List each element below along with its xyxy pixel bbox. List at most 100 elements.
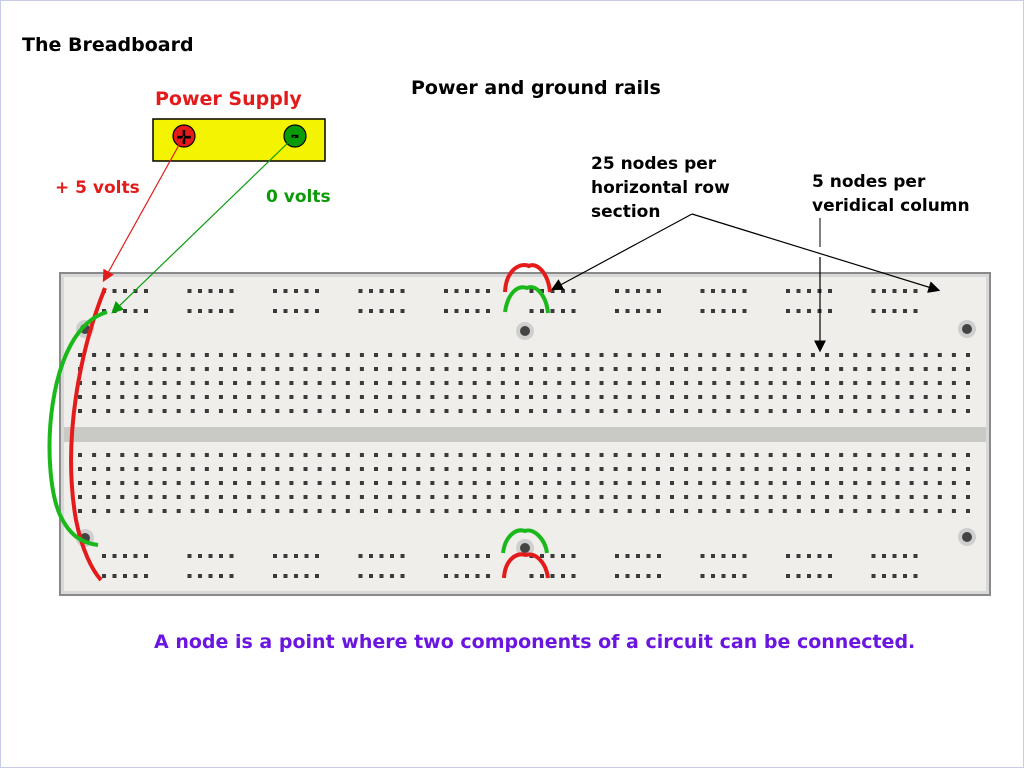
breadboard-hole xyxy=(134,367,139,371)
breadboard-hole xyxy=(732,554,736,558)
breadboard-hole xyxy=(303,453,308,457)
breadboard-hole xyxy=(475,574,480,578)
breadboard-hole xyxy=(78,495,82,499)
breadboard-hole xyxy=(627,381,632,385)
breadboard-hole xyxy=(315,574,319,578)
breadboard-hole xyxy=(430,353,435,357)
breadboard-hole xyxy=(247,367,252,371)
breadboard-hole xyxy=(92,509,97,513)
breadboard-hole xyxy=(430,509,435,513)
breadboard-hole xyxy=(402,481,407,485)
breadboard-hole xyxy=(514,453,519,457)
breadboard-hole xyxy=(92,395,97,399)
breadboard-hole xyxy=(198,289,202,293)
breadboard-hole xyxy=(839,395,844,399)
breadboard-hole xyxy=(557,395,562,399)
breadboard-hole xyxy=(655,381,660,385)
breadboard-hole xyxy=(500,409,505,413)
breadboard-hole xyxy=(796,395,801,399)
breadboard-hole xyxy=(909,467,914,471)
breadboard-hole xyxy=(782,453,787,457)
breadboard-hole xyxy=(134,381,139,385)
breadboard-hole xyxy=(465,289,469,293)
breadboard-hole xyxy=(275,481,280,485)
breadboard-hole xyxy=(134,481,139,485)
breadboard-hole xyxy=(853,495,858,499)
breadboard-hole xyxy=(233,367,238,371)
breadboard-hole xyxy=(106,395,111,399)
breadboard-hole xyxy=(374,381,378,385)
breadboard-hole xyxy=(247,467,252,471)
breadboard-hole xyxy=(625,309,630,313)
breadboard-hole xyxy=(374,395,378,399)
breadboard-hole xyxy=(853,467,858,471)
breadboard-hole xyxy=(247,453,252,457)
breadboard-hole xyxy=(853,481,858,485)
breadboard-hole xyxy=(867,353,872,357)
breadboard-hole xyxy=(120,381,125,385)
breadboard-hole xyxy=(782,409,787,413)
breadboard-hole xyxy=(625,574,630,578)
breadboard-hole xyxy=(317,395,322,399)
breadboard-hole xyxy=(951,509,956,513)
breadboard-hole xyxy=(486,367,491,371)
breadboard-hole xyxy=(106,481,111,485)
breadboard-hole xyxy=(636,309,640,313)
breadboard-hole xyxy=(458,395,463,399)
column-nodes-annotation: 5 nodes per veridical column xyxy=(812,170,992,218)
breadboard-hole xyxy=(613,409,618,413)
breadboard-hole xyxy=(331,467,336,471)
breadboard-hole xyxy=(198,554,202,558)
breadboard-hole xyxy=(444,367,449,371)
breadboard-hole xyxy=(853,381,858,385)
breadboard-hole xyxy=(529,509,534,513)
breadboard-hole xyxy=(315,554,319,558)
breadboard-holes xyxy=(78,289,970,578)
breadboard-hole xyxy=(796,289,801,293)
breadboard-hole xyxy=(458,453,463,457)
footer-definition: A node is a point where two components o… xyxy=(154,631,916,653)
breadboard-hole xyxy=(233,509,238,513)
column-nodes-line-1: 5 nodes per xyxy=(812,172,926,192)
breadboard-hole xyxy=(867,481,872,485)
top-green-jumper xyxy=(503,285,550,314)
breadboard-hole xyxy=(641,453,646,457)
breadboard-hole xyxy=(500,481,505,485)
breadboard-hole xyxy=(796,381,801,385)
breadboard-hole xyxy=(670,381,674,385)
breadboard-hole xyxy=(304,289,309,293)
breadboard-hole xyxy=(529,289,534,293)
breadboard-hole xyxy=(465,554,469,558)
breadboard-hole xyxy=(740,453,745,457)
breadboard-hole xyxy=(867,367,872,371)
breadboard-hole xyxy=(416,381,421,385)
breadboard-hole xyxy=(529,353,534,357)
breadboard-hole xyxy=(78,453,82,457)
breadboard-hole xyxy=(557,381,562,385)
breadboard-hole xyxy=(571,309,576,313)
breadboard-hole xyxy=(529,381,534,385)
breadboard-hole xyxy=(289,467,294,471)
breadboard-hole xyxy=(120,353,125,357)
breadboard-hole xyxy=(204,353,209,357)
breadboard-hole xyxy=(585,509,590,513)
breadboard-hole xyxy=(853,353,858,357)
breadboard-hole xyxy=(613,467,618,471)
breadboard-hole xyxy=(390,289,394,293)
breadboard-hole xyxy=(261,453,266,457)
breadboard-hole xyxy=(176,381,181,385)
breadboard-hole xyxy=(402,395,407,399)
row-nodes-arrow-left xyxy=(550,213,693,291)
breadboard-hole xyxy=(909,395,914,399)
breadboard-hole xyxy=(134,495,139,499)
breadboard-hole xyxy=(937,495,942,499)
breadboard-hole xyxy=(294,554,298,558)
breadboard-hole xyxy=(289,481,294,485)
breadboard-hole xyxy=(951,495,956,499)
breadboard-hole xyxy=(913,554,918,558)
breadboard-hole xyxy=(133,309,138,313)
breadboard-hole xyxy=(144,574,148,578)
breadboard-hole xyxy=(807,289,811,293)
breadboard-hole xyxy=(444,481,449,485)
breadboard-hole xyxy=(599,509,604,513)
